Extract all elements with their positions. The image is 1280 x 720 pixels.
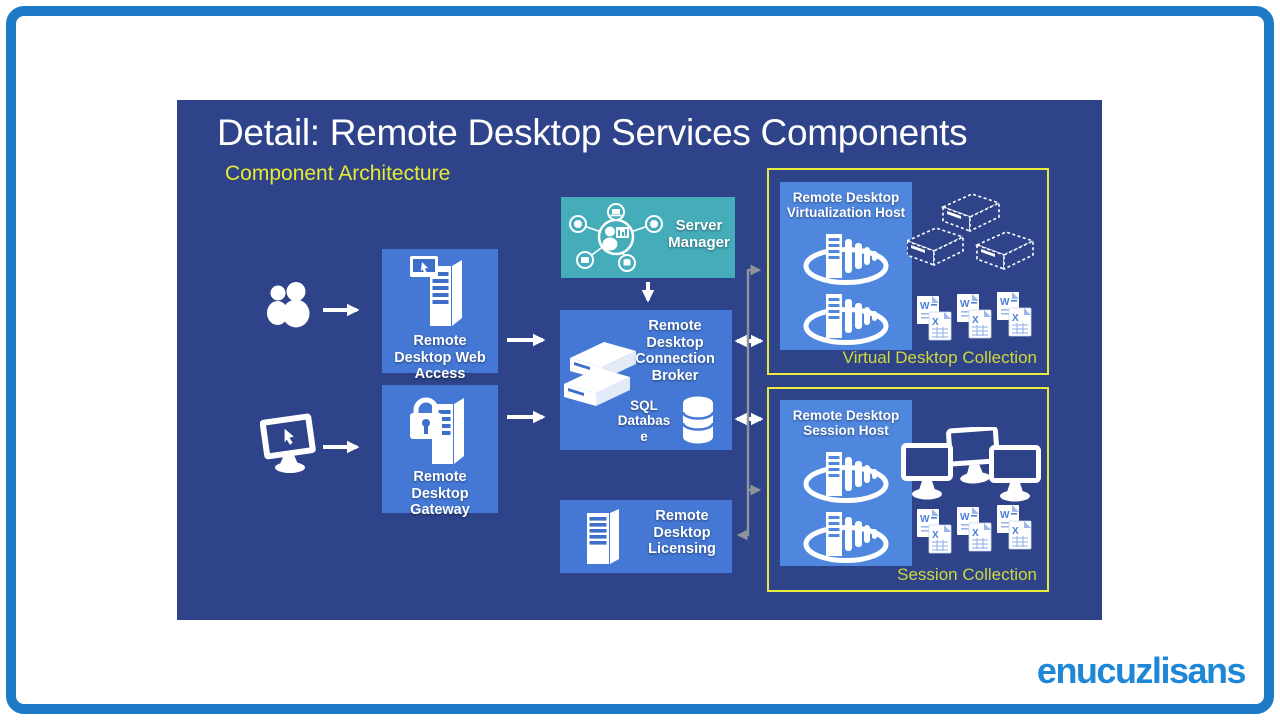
sql-database-label: SQL Databas e: [617, 398, 671, 444]
client-monitor-icon: [260, 413, 316, 473]
collection-label: Virtual Desktop Collection: [842, 348, 1037, 367]
documents-icon: W X: [917, 292, 1032, 341]
node-remote-desktop-gateway: Remote Desktop Gateway: [382, 385, 498, 518]
svg-text:X: X: [932, 317, 939, 328]
node-label: Remote Desktop Licensing: [648, 508, 716, 558]
node-remote-desktop-session-host: Remote Desktop Session Host: [780, 400, 912, 566]
node-label: Remote Desktop Web Access: [394, 333, 486, 383]
gateway-lock-server-icon: [410, 397, 464, 464]
database-icon: [681, 396, 715, 444]
monitors-cluster-icon: [901, 427, 1041, 502]
page-border-frame: [6, 6, 1274, 714]
group-virtual-desktop-collection: Remote Desktop Virtualization Host: [767, 168, 1049, 375]
node-remote-desktop-licensing: Remote Desktop Licensing: [560, 500, 732, 573]
licensing-server-icon: [587, 509, 619, 564]
virtual-machine-icon: [803, 234, 889, 285]
server-manager-hub-icon: [569, 203, 663, 272]
node-label: Remote Desktop Connection Broker: [635, 318, 715, 384]
collection-label: Session Collection: [897, 565, 1037, 584]
node-label: Remote Desktop Virtualization Host: [786, 190, 906, 221]
node-remote-desktop-web-access: Remote Desktop Web Access: [382, 249, 498, 382]
node-label: Remote Desktop Session Host: [792, 408, 900, 439]
node-label: Remote Desktop Gateway: [410, 469, 470, 519]
virtual-machine-icon: [803, 294, 889, 345]
users-icon: [267, 282, 310, 328]
documents-icon: [917, 505, 1032, 554]
node-remote-desktop-virtualization-host: Remote Desktop Virtualization Host: [780, 182, 912, 350]
svg-text:W: W: [920, 301, 930, 312]
virtual-machine-icon: [803, 452, 889, 503]
rack-servers-icon: [564, 342, 636, 406]
web-access-server-icon: [410, 256, 462, 326]
node-label: Server Manager: [668, 217, 730, 252]
group-session-collection: Remote Desktop Session Host: [767, 387, 1049, 592]
node-server-manager: Server Manager: [561, 197, 735, 278]
enucuzlisans-logo: enucuzlisans: [1036, 650, 1247, 691]
dashed-vm-cluster-icon: [907, 193, 1036, 271]
diagram-panel: Detail: Remote Desktop Services Componen…: [177, 100, 1102, 620]
page-subtitle: Component Architecture: [225, 162, 451, 185]
page-title: Detail: Remote Desktop Services Componen…: [217, 112, 968, 153]
virtual-machine-icon: [803, 512, 889, 563]
node-remote-desktop-connection-broker: Remote Desktop Connection Broker SQL Dat…: [560, 310, 732, 450]
